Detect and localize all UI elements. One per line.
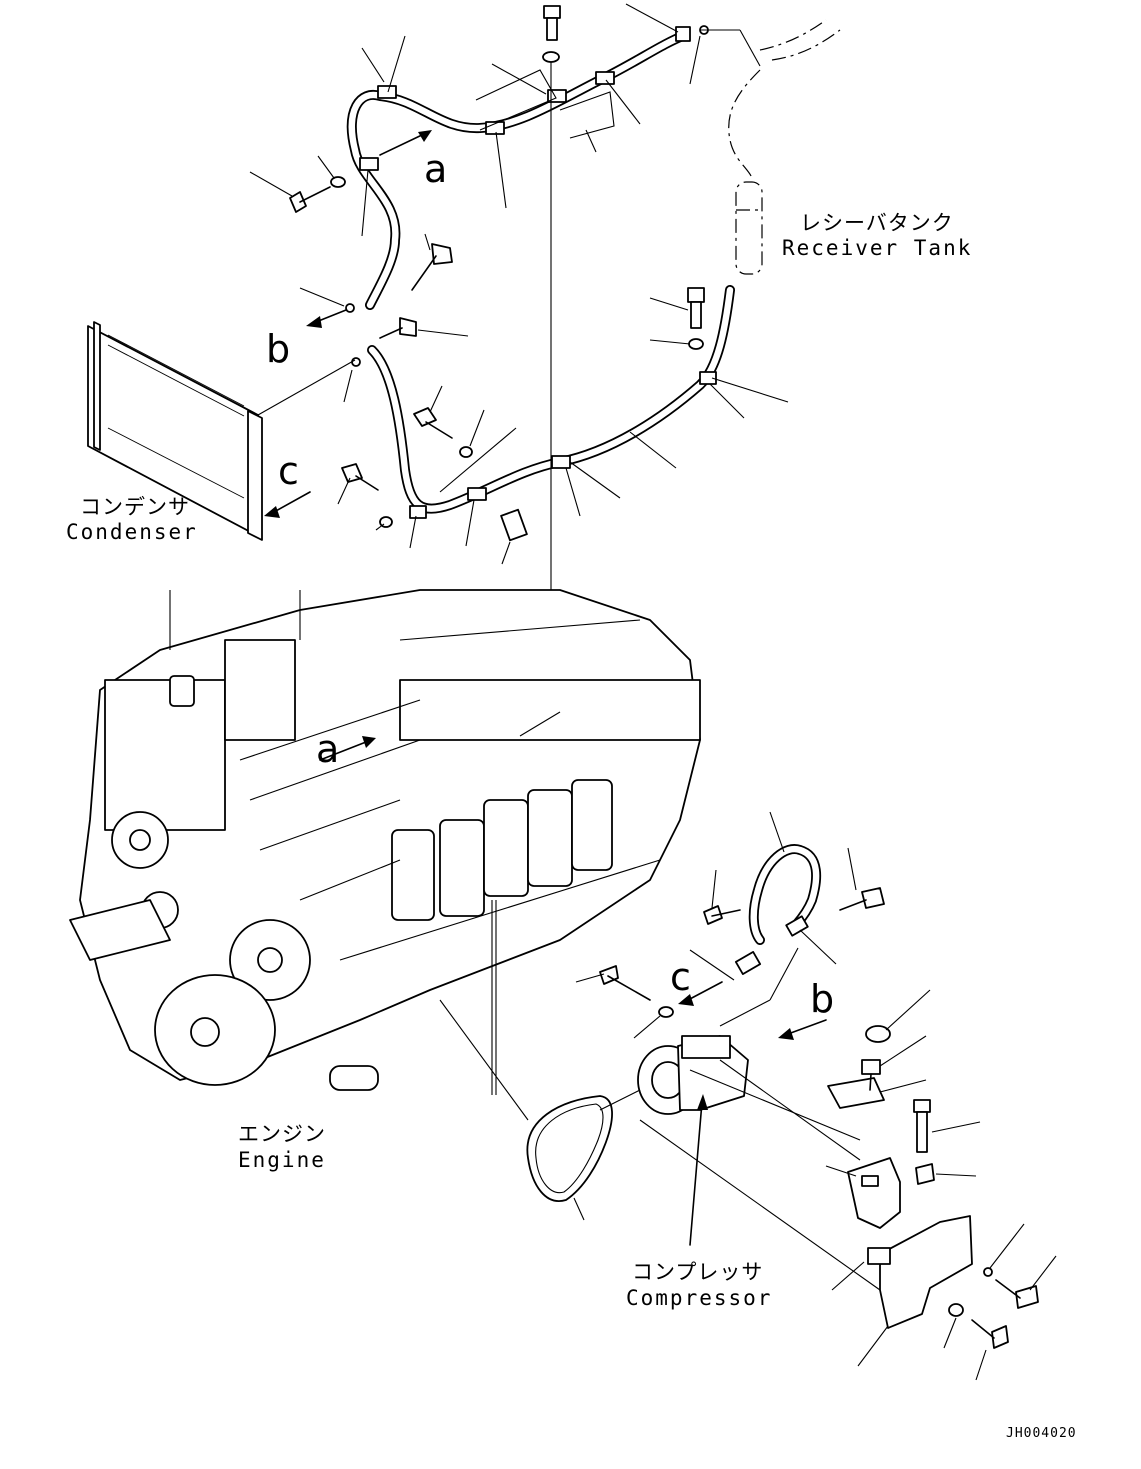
engine-label-en: Engine [238,1148,326,1172]
condenser-label-jp: コンデンサ [80,495,190,519]
view-arrow-c-bottom-label: c [670,955,691,999]
compressor-label-jp: コンプレッサ [632,1260,764,1284]
leader-lines [249,3,1057,1381]
drawing-code: JH004020 [1006,1426,1077,1441]
view-arrow-b-top-label: b [266,327,291,371]
engine-label-jp: エンジン [238,1122,326,1146]
fasteners-top [289,5,709,542]
engine-part [69,589,701,1095]
bracket-assembly [599,887,1039,1349]
drive-belt [526,1095,613,1202]
view-arrow-c-top-label: c [278,449,299,493]
condenser-label-en: Condenser [66,520,198,544]
compressor-label-en: Compressor [626,1286,773,1310]
view-arrows [264,130,827,1246]
view-arrow-a-engine-label: a [316,727,340,771]
middle-hose-c [367,285,735,519]
lower-hose-b [734,844,822,975]
compressor-part [637,1035,749,1115]
view-arrow-b-bottom-label: b [810,977,835,1021]
receiver-tank-label-en: Receiver Tank [782,236,973,260]
receiver-tank-part [728,19,841,275]
view-arrow-a-top-label: a [424,147,448,191]
condenser-part [87,321,263,541]
receiver-tank-label-jp: レシーバタンク [800,211,954,235]
upper-hose-a [346,26,691,310]
